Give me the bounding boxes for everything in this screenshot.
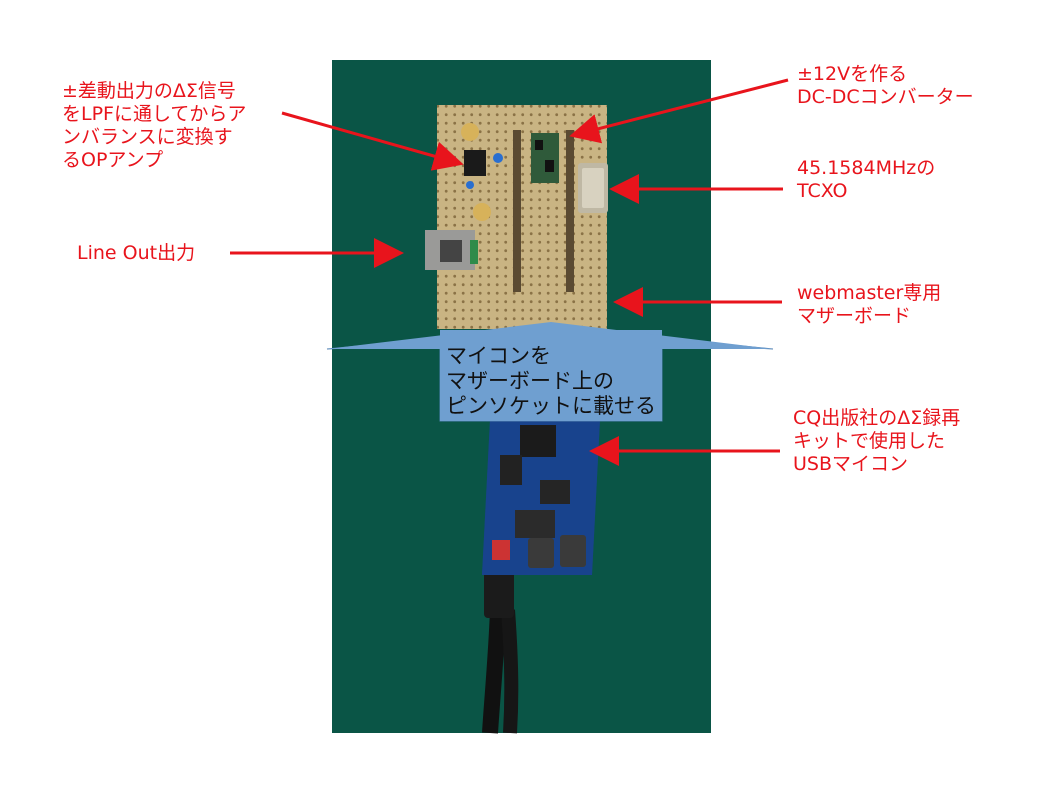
annotation-usb-mcu: CQ出版社のΔΣ録再 キットで使用した USBマイコン: [793, 407, 961, 475]
opamp-chip: [464, 150, 486, 176]
annotation-arrows: [230, 78, 789, 466]
annotation-tcxo: 45.1584MHzの TCXO: [797, 157, 936, 202]
arrow-opamp: [281, 111, 464, 171]
callout-text: マイコンを マザーボード上の ピンソケットに載せる: [446, 344, 656, 418]
annotation-motherboard: webmaster専用 マザーボード: [797, 282, 942, 327]
annotation-dcdc: ±12Vを作る DC-DCコンバーター: [797, 63, 974, 108]
arrow-dcdc: [569, 78, 789, 144]
usb-mcu-board: [482, 420, 600, 575]
annotation-opamp: ±差動出力のΔΣ信号 をLPFに通してからア ンバランスに変換す るOPアンプ: [62, 80, 247, 171]
perfboard: [425, 105, 608, 329]
annotation-line-out: Line Out出力: [77, 242, 196, 264]
usb-cable: [482, 555, 519, 734]
